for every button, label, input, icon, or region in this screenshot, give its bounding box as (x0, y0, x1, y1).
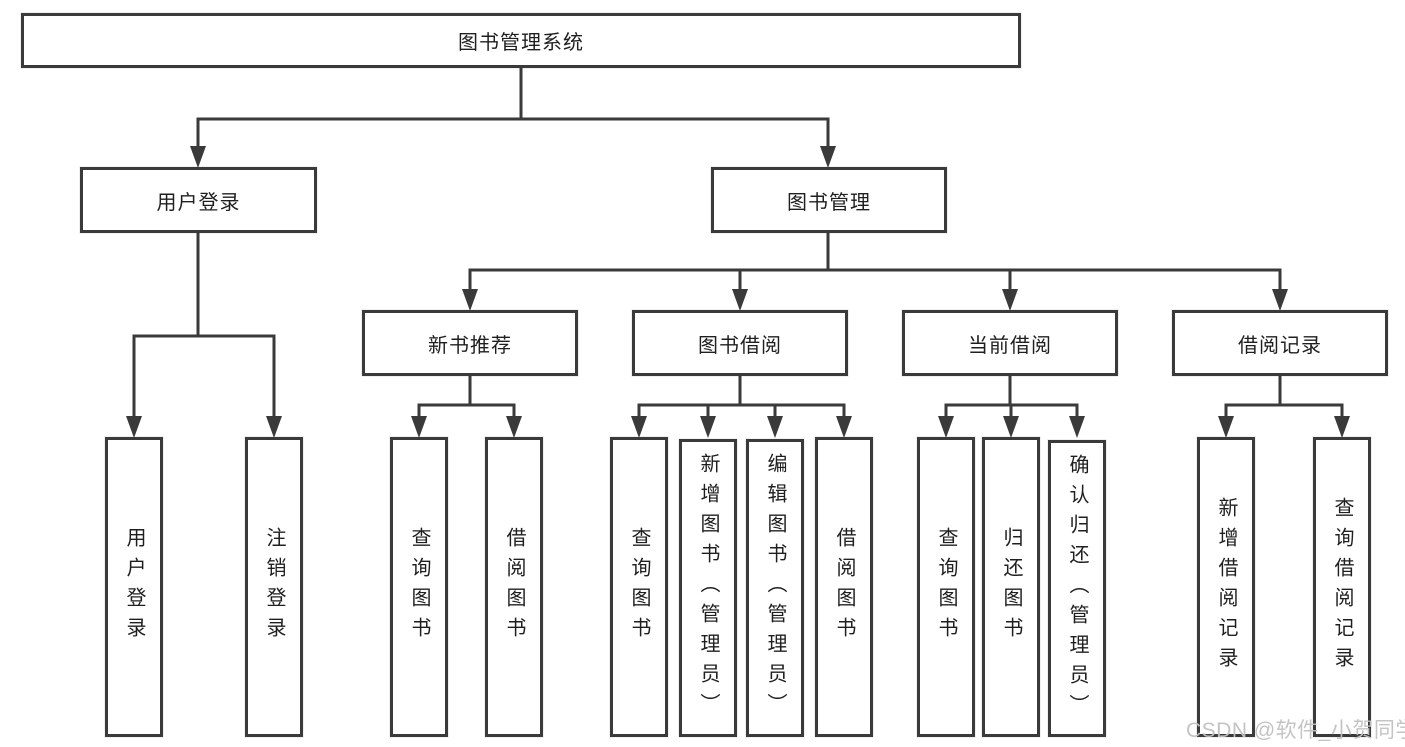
connector-root-to-level2 (190, 66, 836, 168)
node-current-borrow: 当前借阅 (902, 310, 1118, 376)
node-borrow-records: 借阅记录 (1172, 310, 1388, 376)
node-leaf-query-book-current: 查询图书 (917, 437, 975, 737)
node-leaf-logout: 注销登录 (245, 437, 303, 737)
csdn-watermark: CSDN @软件_小贺同学 (1186, 719, 1405, 742)
node-leaf-query-book-recommend: 查询图书 (390, 437, 448, 737)
node-book-management: 图书管理 (711, 167, 947, 233)
node-leaf-borrow-book-recommend: 借阅图书 (485, 437, 543, 737)
node-root: 图书管理系统 (21, 13, 1021, 68)
connector-user-login-children (126, 233, 282, 438)
connector-new-book-children (411, 376, 522, 438)
node-new-book-recommend: 新书推荐 (362, 310, 578, 376)
connector-current-borrow-children (938, 376, 1085, 438)
node-leaf-user-login: 用户登录 (105, 437, 163, 737)
connector-book-management-children (462, 233, 1288, 311)
node-leaf-query-book-borrow: 查询图书 (610, 437, 668, 737)
node-book-borrow: 图书借阅 (632, 310, 848, 376)
node-leaf-edit-book-admin: 编辑图书（管理员） (746, 439, 804, 737)
connector-borrow-record-children (1218, 376, 1350, 438)
node-leaf-borrow-book: 借阅图书 (815, 437, 873, 737)
node-leaf-confirm-return-admin: 确认归还（管理员） (1048, 440, 1106, 737)
node-user-login: 用户登录 (80, 167, 317, 233)
connector-book-borrow-children (631, 376, 852, 438)
node-leaf-query-borrow-record: 查询借阅记录 (1313, 437, 1371, 737)
node-leaf-add-book-admin: 新增图书（管理员） (679, 439, 737, 737)
node-leaf-add-borrow-record: 新增借阅记录 (1197, 437, 1255, 737)
node-leaf-return-book: 归还图书 (982, 437, 1040, 737)
